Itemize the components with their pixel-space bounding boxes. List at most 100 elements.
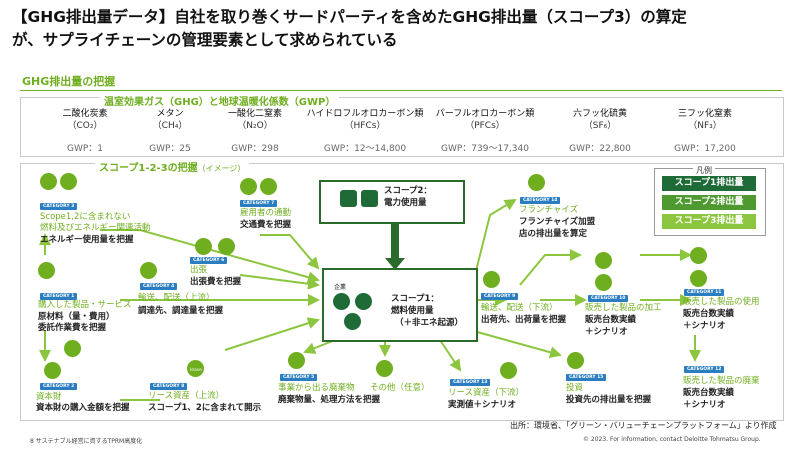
- cat14-line1: フランチャイズ: [519, 205, 579, 215]
- cat3-line3: エネルギー使用量を把握: [40, 235, 134, 245]
- arrow-cat9-up: [519, 249, 582, 286]
- device-icon: [690, 247, 707, 264]
- gas-formula: （SF₆）: [583, 121, 617, 131]
- scope2-desc: 電力使用量: [384, 198, 427, 208]
- cat11-line1: 販売した製品の使用: [683, 297, 760, 307]
- chart-icon: [567, 352, 584, 369]
- cat13-line2: 実測値＋シナリオ: [448, 400, 517, 410]
- category-11-badge: CATEGORY 11: [684, 289, 725, 296]
- cat3-line1: Scope1,2に含まれない: [40, 212, 131, 222]
- bicycle-icon: [376, 360, 393, 377]
- gwp-n2o: GWP：298: [231, 144, 279, 154]
- scope-heading-sub: （イメージ）: [197, 164, 246, 173]
- gas-name: ハイドロフルオロカーボン類: [306, 109, 424, 119]
- legend-scope2: スコープ2排出量: [662, 195, 756, 210]
- cat4-line1: 輸送、配送（上流）: [138, 293, 215, 303]
- gwp-sf6: GWP：22,800: [569, 144, 631, 154]
- gas-pfcs: パーフルオロカーボン類 （PFCs）: [425, 108, 545, 132]
- gas-formula: （HFCs）: [344, 121, 386, 131]
- gwp-ch4: GWP：25: [149, 144, 191, 154]
- cat12-line2: 販売台数実績: [683, 388, 735, 398]
- cat14-line2: フランチャイズ加盟: [519, 217, 596, 227]
- plant-icon: [40, 173, 57, 190]
- cat13-line1: リース資産（下流）: [448, 388, 525, 398]
- plane-icon: [218, 238, 235, 255]
- cat12-line1: 販売した製品の廃棄: [683, 376, 760, 386]
- cat10-line1: 販売した製品の加工: [585, 303, 662, 313]
- title-line-1: 【GHG排出量データ】自社を取り巻くサードパーティを含めたGHG排出量（スコープ…: [12, 8, 687, 26]
- scope1-desc2: （＋非エネ起源）: [395, 318, 464, 328]
- scope1-desc1: 燃料使用量: [391, 306, 434, 316]
- box-icon: [38, 262, 55, 279]
- gwp-co2: GWP：1: [66, 144, 104, 154]
- store-icon: [528, 174, 545, 191]
- cat11-line3: ＋シナリオ: [683, 321, 726, 331]
- scope1-label: スコープ1：: [391, 294, 439, 304]
- cat15-line2: 投資先の排出量を把握: [566, 395, 652, 405]
- gas-n2o: 一酸化二窒素 （N₂O）: [205, 108, 305, 132]
- cat1-line1: 購入した製品・サービス: [38, 300, 132, 310]
- gas-formula: （CH₄）: [152, 121, 188, 131]
- cat10-line2: 販売台数実績: [585, 315, 637, 325]
- car-icon: [195, 238, 212, 255]
- scope-panel: [20, 163, 784, 421]
- cat1-line3: 委託作業費を把握: [38, 323, 107, 333]
- cat12-line3: ＋シナリオ: [683, 400, 726, 410]
- train-icon: [240, 178, 257, 195]
- truck-icon: [140, 262, 157, 279]
- other-line1: その他（任意）: [370, 383, 430, 393]
- legend-scope1: スコープ1排出量: [662, 176, 756, 191]
- arrow-scope1-cat13: [439, 339, 462, 372]
- monitor-icon: [64, 340, 81, 357]
- gwp-pfcs: GWP：739～17,340: [441, 144, 529, 154]
- arrow-cat8-scope1: [224, 317, 320, 351]
- category-6-badge: CATEGORY 6: [190, 257, 228, 264]
- gas-formula: （N₂O）: [237, 121, 273, 131]
- cat4-line2: 調達先、調達量を把握: [138, 306, 224, 316]
- gas-name: 三フッ化窒素: [677, 109, 732, 119]
- page-title: 【GHG排出量データ】自社を取り巻くサードパーティを含めたGHG排出量（スコープ…: [12, 6, 792, 52]
- legend-scope3: スコープ3排出量: [662, 214, 756, 229]
- cat7-line2: 交通費を把握: [240, 220, 292, 230]
- power-tower-icon: [340, 190, 357, 207]
- category-7-badge: CATEGORY 7: [240, 200, 278, 207]
- scope2-label: スコープ2：: [384, 186, 432, 196]
- category-8-badge: CATEGORY 8: [150, 383, 188, 390]
- cat9-line2: 出荷先、出荷量を把握: [481, 315, 567, 325]
- arrow-scope1-cat5: [303, 339, 336, 354]
- category-4-badge: CATEGORY 4: [140, 283, 178, 290]
- gas-name: 二酸化炭素: [62, 109, 108, 119]
- gas-formula: （CO₂）: [67, 121, 103, 131]
- category-9-badge: CATEGORY 9: [481, 293, 519, 300]
- cat8-line1: リース資産（上流）: [148, 391, 225, 401]
- cat1-line2: 原材料（量・費用）: [38, 312, 115, 322]
- gas-formula: （NF₃）: [688, 121, 722, 131]
- gas-formula: （PFCs）: [465, 121, 505, 131]
- gas-hfcs: ハイドロフルオロカーボン類 （HFCs）: [300, 108, 430, 132]
- cat15-line1: 投資: [566, 383, 584, 393]
- gwp-nf3: GWP：17,200: [674, 144, 736, 154]
- arrow-scope1-cat14: [474, 198, 517, 276]
- truck-icon: [483, 271, 500, 288]
- arrow-scope1-cat15: [469, 329, 562, 359]
- lightbulb-icon: [595, 274, 612, 291]
- building-icon: [44, 362, 61, 379]
- gas-name: 六フッ化硫黄: [572, 109, 627, 119]
- gwp-hfcs: GWP：12～14,800: [323, 144, 407, 154]
- section-divider: [20, 90, 782, 91]
- lease-icon: [500, 362, 517, 379]
- gas-sf6: 六フッ化硫黄 （SF₆）: [550, 108, 650, 132]
- lease-icon: [187, 360, 204, 377]
- category-5-badge: CATEGORY 5: [280, 374, 318, 381]
- trash-icon: [288, 352, 305, 369]
- arrow-scope2-scope1: [385, 222, 405, 270]
- fuel-icon: [60, 173, 77, 190]
- source-note: 出所：環境省、「グリーン・バリューチェーンプラットフォーム」より作成: [510, 421, 777, 430]
- gas-name: 一酸化二窒素: [227, 109, 282, 119]
- scope-heading: スコープ1-2-3の把握（イメージ）: [95, 159, 250, 174]
- ghg-heading: 温室効果ガス（GHG）と地球温暖化係数（GWP）: [100, 93, 340, 108]
- cat5-line1: 事業から出る廃棄物: [278, 383, 355, 393]
- cat8-line2: スコープ1、2に含まれて開示: [148, 403, 262, 413]
- cat11-line2: 販売台数実績: [683, 309, 735, 319]
